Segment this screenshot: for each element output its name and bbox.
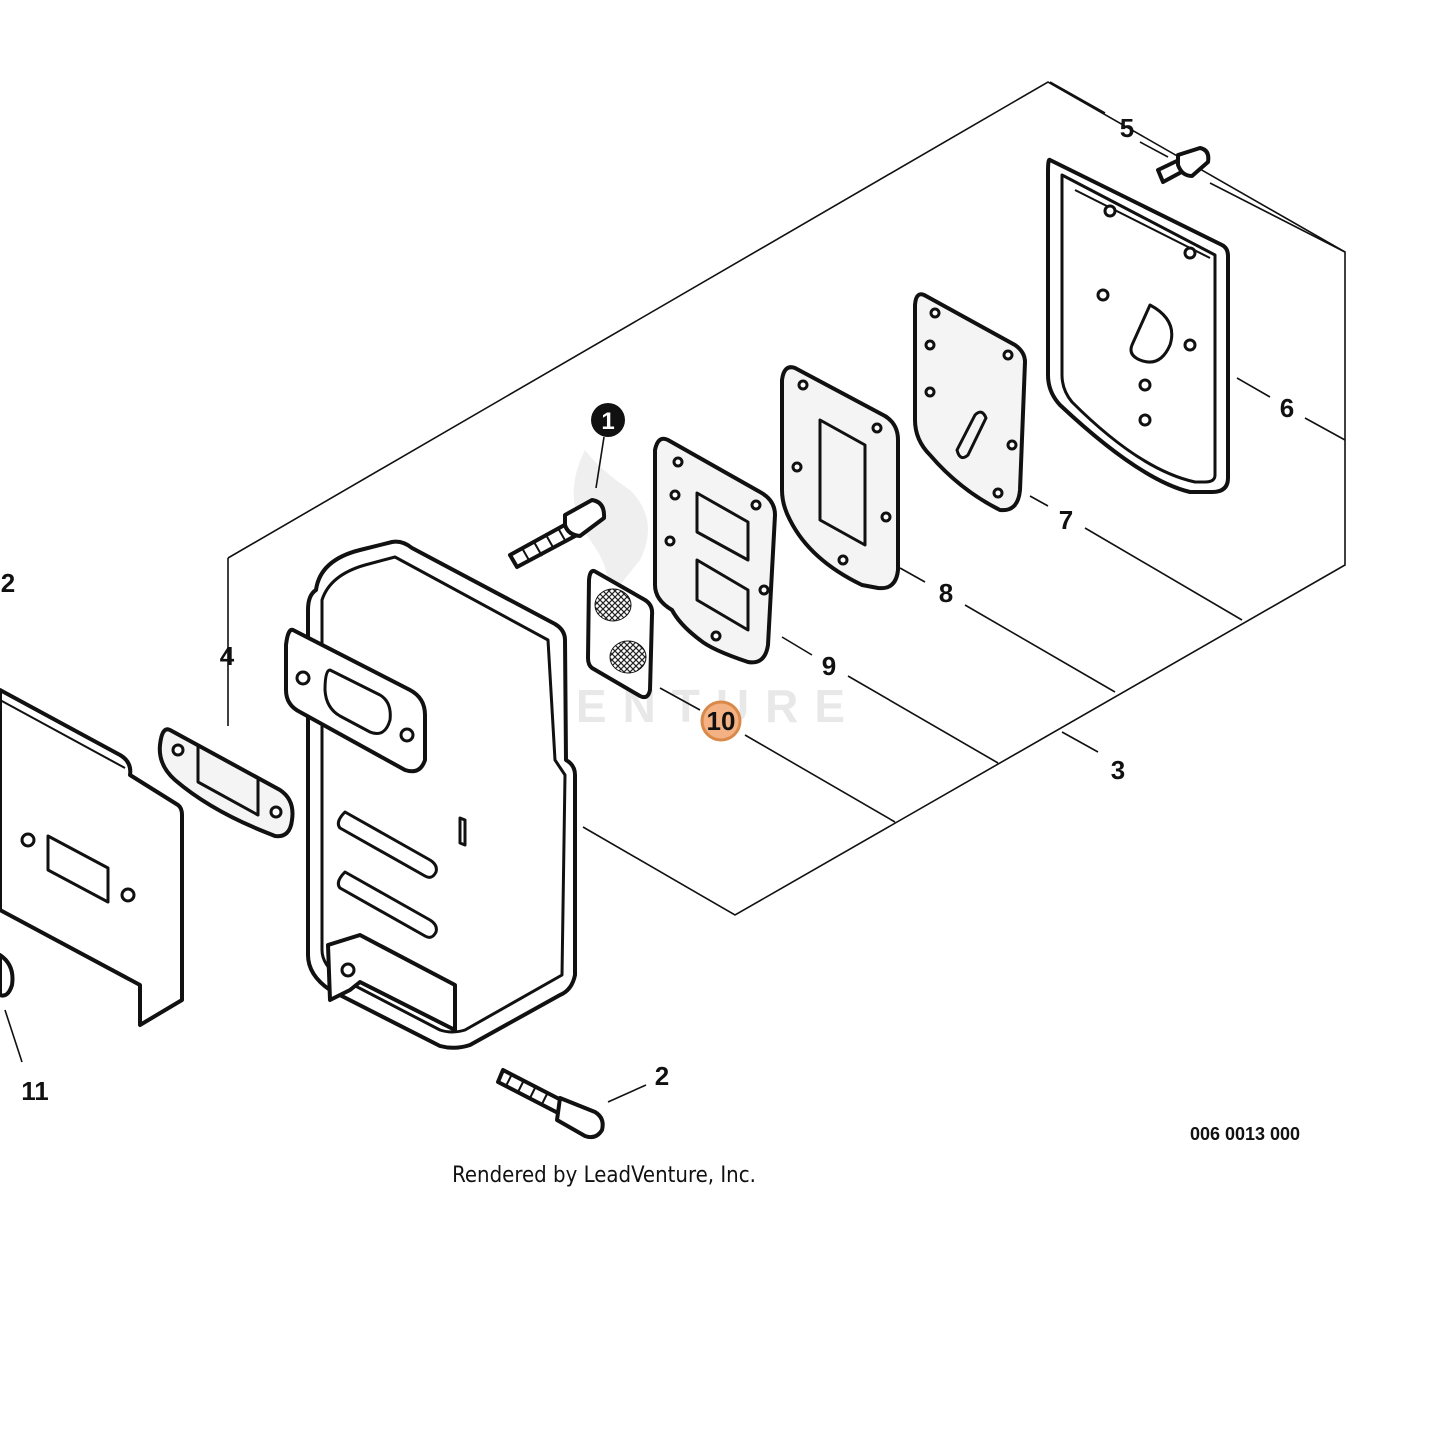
part-3-muffler[interactable]	[284, 539, 577, 1050]
callout-11[interactable]: 11	[21, 1076, 49, 1106]
cylinder-partial	[0, 688, 184, 1027]
render-credit: Rendered by LeadVenture, Inc.	[452, 1163, 756, 1188]
callout-10: 10	[707, 706, 736, 736]
part-6-cover[interactable]	[1046, 157, 1230, 494]
part-7-plate[interactable]	[913, 292, 1027, 513]
callout-4[interactable]: 4	[220, 641, 235, 671]
part-5-screw[interactable]	[1156, 146, 1211, 184]
callout-7[interactable]: 7	[1059, 505, 1073, 535]
callout-6[interactable]: 6	[1280, 393, 1294, 423]
assembly-bracket	[227, 81, 1346, 916]
part-10-screen[interactable]	[586, 569, 655, 700]
drawing-number: 006 0013 000	[1190, 1124, 1300, 1144]
part-8-gasket[interactable]	[780, 365, 900, 591]
part-9-gasket[interactable]	[653, 436, 777, 665]
callout-1: 1	[601, 408, 614, 435]
part-2-screw[interactable]	[496, 1068, 605, 1140]
callout-5[interactable]: 5	[1120, 113, 1134, 143]
callout-8[interactable]: 8	[939, 578, 953, 608]
part-1-screw[interactable]	[508, 498, 607, 569]
callout-3[interactable]: 3	[1111, 755, 1125, 785]
part-4-gasket[interactable]	[157, 727, 295, 839]
callout-2[interactable]: 2	[655, 1061, 669, 1091]
note-marker-1[interactable]: 1	[591, 403, 625, 437]
callout-9[interactable]: 9	[822, 651, 836, 681]
callout-2-left[interactable]: 2	[1, 568, 15, 598]
callout-10-highlight[interactable]: 10	[700, 700, 742, 742]
